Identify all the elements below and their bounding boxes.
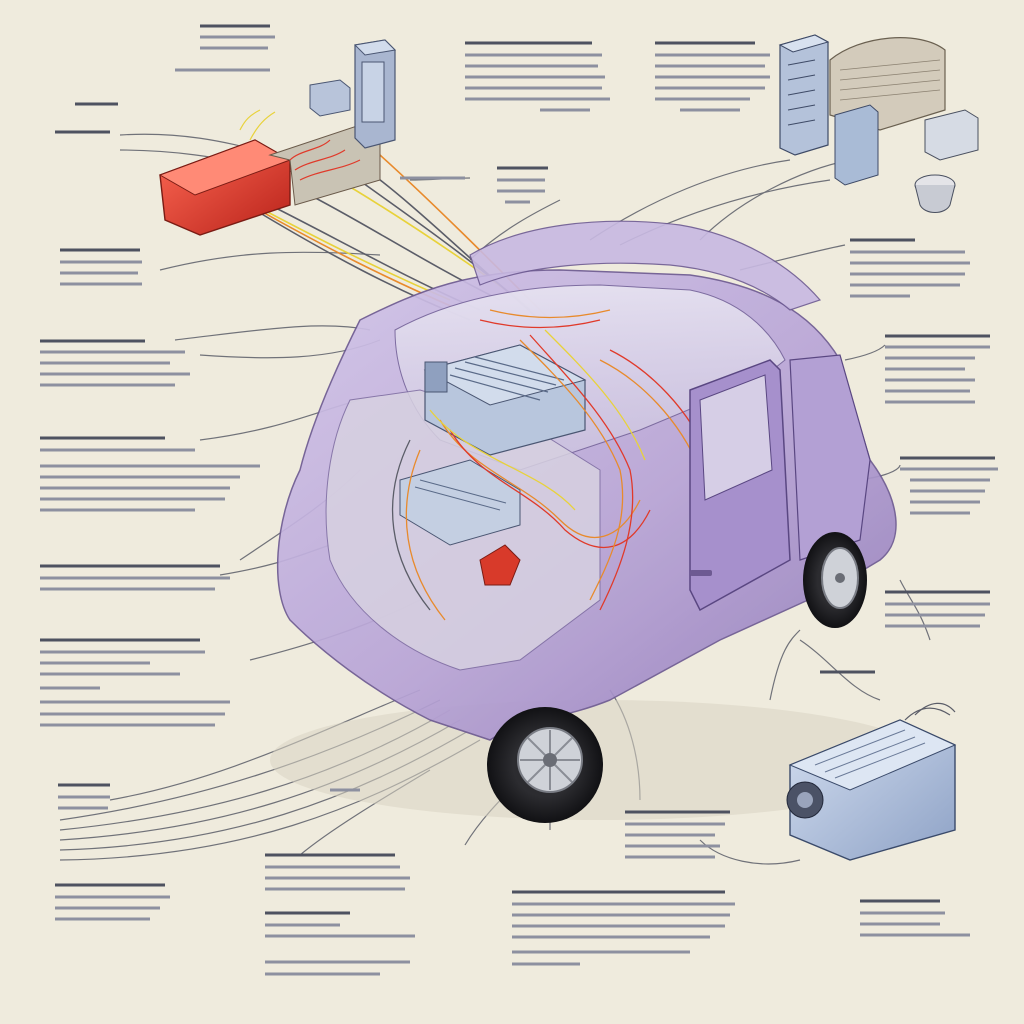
control-panel-icon [353, 39, 397, 149]
annotation-blocks [40, 24, 998, 976]
fuse-box-icon [778, 34, 830, 156]
annotation-block [465, 41, 610, 112]
annotation-block [265, 911, 415, 976]
annotation-block [60, 248, 142, 286]
car-rear-quarter [789, 354, 871, 561]
battery-icon [786, 702, 957, 861]
annotation-block [850, 238, 970, 298]
car-roof [469, 220, 822, 311]
annotation-block [55, 102, 118, 134]
annotation-block [625, 810, 730, 859]
connector-icon [924, 109, 979, 161]
sensor-icon [914, 174, 956, 213]
engine-icon [423, 344, 587, 456]
annotation-block [885, 590, 990, 628]
small-module-icon [309, 79, 351, 117]
door-window [699, 374, 773, 501]
annotation-block [400, 166, 548, 204]
annotation-block [40, 436, 260, 512]
annotation-block [58, 783, 110, 810]
relay-icon [479, 544, 521, 586]
annotation-block [860, 899, 970, 937]
annotation-block [40, 638, 230, 727]
relay-box-icon [834, 104, 879, 186]
front-wheel [487, 707, 603, 823]
ecu-module-icon [158, 109, 381, 236]
housing-icon [829, 37, 946, 131]
car-cutaway [270, 220, 930, 823]
annotation-block [175, 24, 275, 72]
annotation-block [512, 890, 735, 966]
door-handle [690, 570, 712, 576]
annotation-block [40, 564, 230, 591]
annotation-block [55, 883, 170, 921]
annotation-block [655, 41, 770, 112]
fuse-panel-icon [399, 459, 521, 546]
annotation-block [265, 853, 410, 891]
annotation-block [885, 334, 990, 404]
annotation-block [40, 339, 190, 387]
rear-wheel [803, 532, 867, 628]
annotation-block [900, 456, 998, 515]
